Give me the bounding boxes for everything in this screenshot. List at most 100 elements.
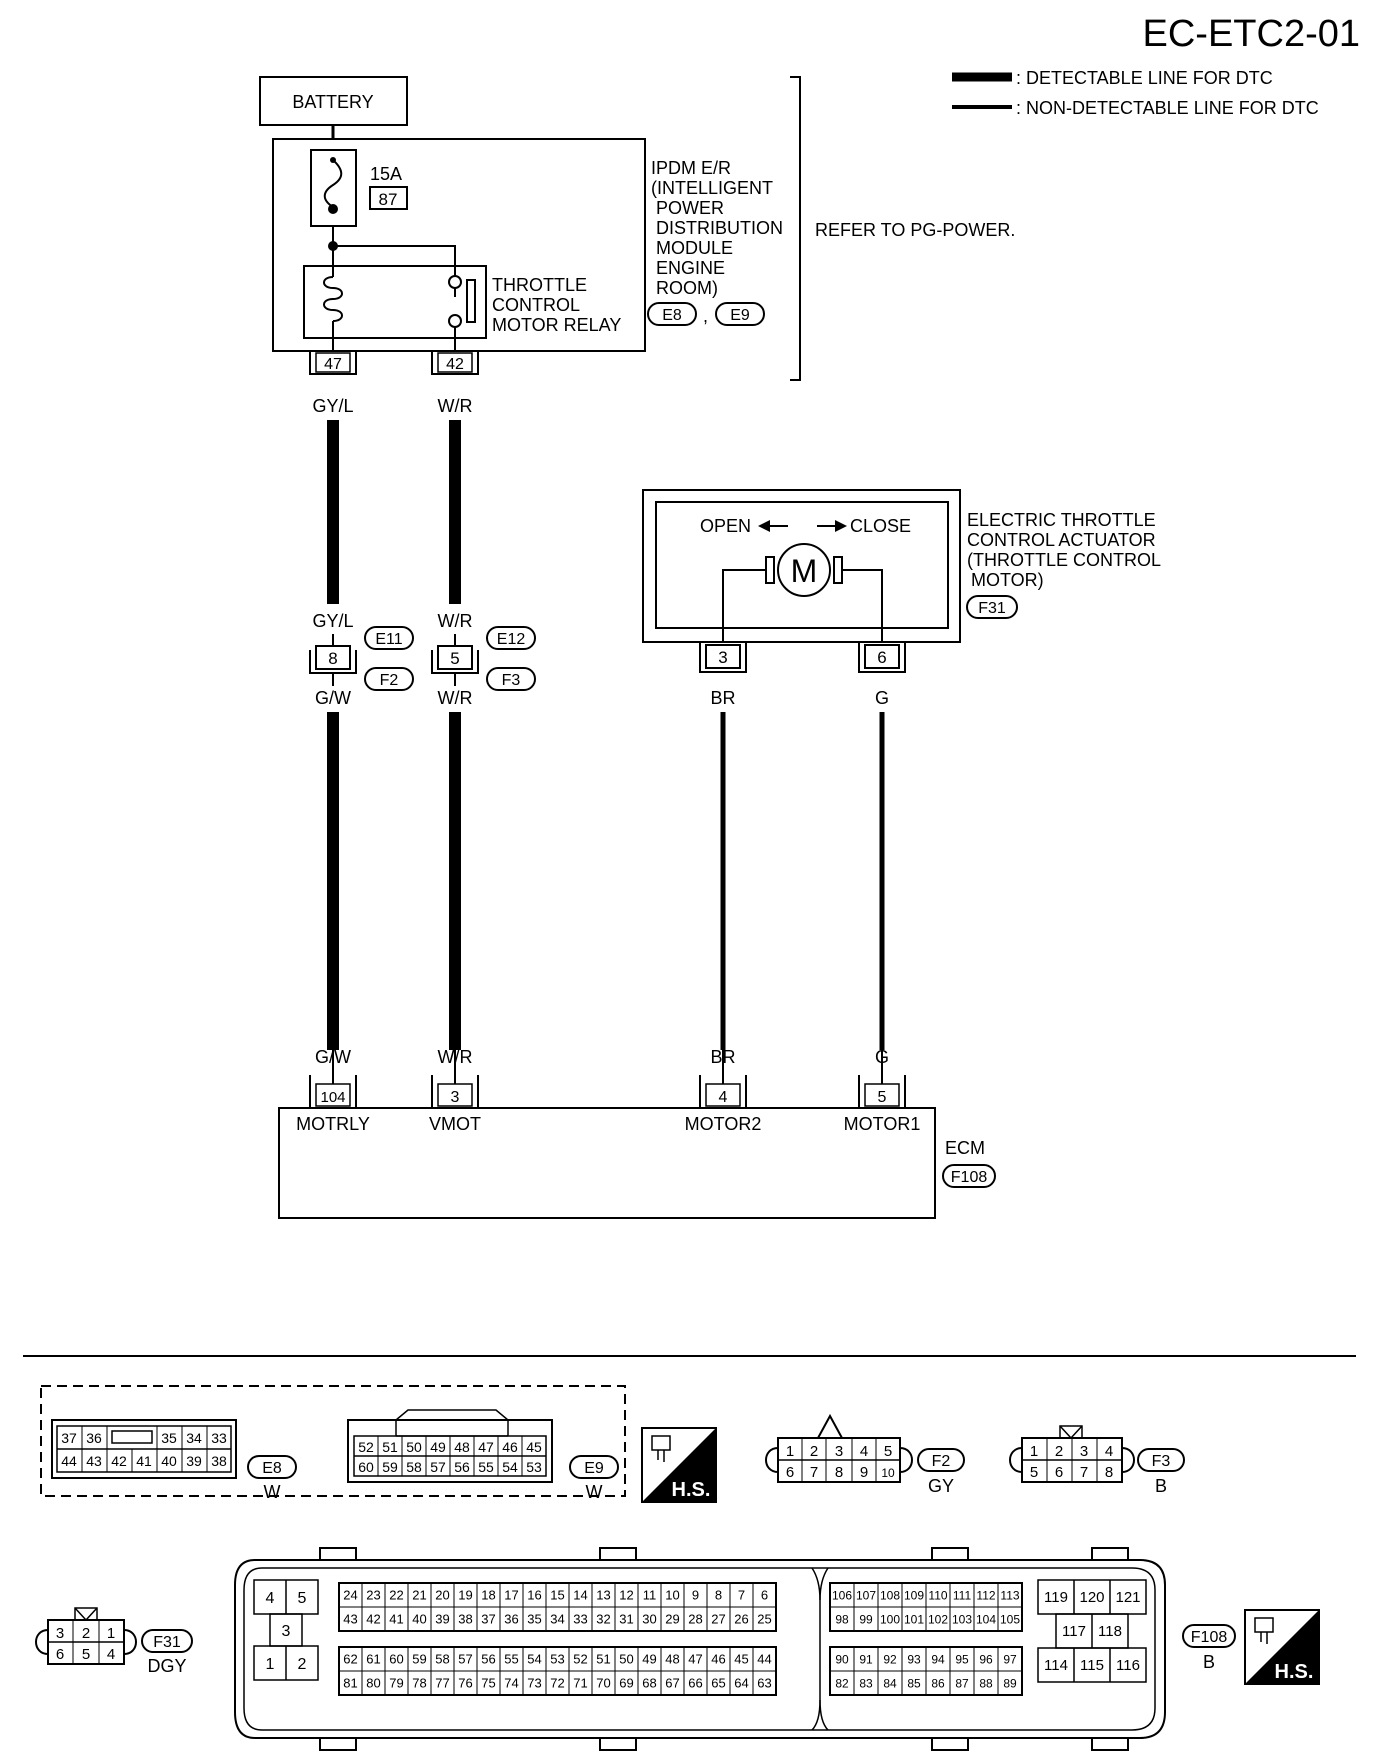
relay-switch-icon: [466, 279, 476, 323]
ecm-pin-vmot: W/R 3 VMOT: [429, 1047, 481, 1134]
pin-label: 87: [955, 1676, 969, 1690]
wire-color-label: G: [875, 688, 889, 708]
ipdm-name-5: MODULE: [656, 238, 733, 258]
pin-label: 120: [1079, 1589, 1104, 1606]
joint-connector-e11-f2: GY/L 8 E11 F2 G/W: [309, 611, 414, 708]
pin-label: 2: [82, 1625, 90, 1642]
pin-label: 2: [1055, 1443, 1063, 1460]
fuse-element: [323, 159, 343, 208]
pin-label: 85: [907, 1676, 921, 1690]
pin-label: 42: [111, 1453, 127, 1469]
pin-label: 82: [835, 1676, 849, 1690]
pin-label: 35: [527, 1612, 541, 1627]
pin-label: 47: [688, 1652, 702, 1667]
pin-label: 8: [1105, 1464, 1113, 1481]
pin-label: 18: [481, 1588, 495, 1603]
pin-label: 46: [711, 1652, 725, 1667]
connector-separator: ,: [703, 306, 708, 326]
pin-label: 32: [596, 1612, 610, 1627]
pin-label: 12: [619, 1588, 633, 1603]
ecm-pin-number: 5: [878, 1089, 887, 1106]
pin-label: 7: [738, 1588, 745, 1603]
pin-label: 26: [734, 1612, 748, 1627]
pin-label: 100: [880, 1612, 900, 1626]
pin-block: [829, 1646, 1023, 1696]
ecm-signal-name: VMOT: [429, 1114, 481, 1134]
pin-label: 111: [953, 1588, 972, 1602]
pin-label: 64: [734, 1676, 748, 1691]
pin-label: 94: [931, 1652, 945, 1666]
pin-label: 45: [526, 1439, 542, 1455]
connector-color: B: [1155, 1476, 1167, 1496]
pin-label: 93: [907, 1652, 921, 1666]
pin-label: 90: [835, 1652, 849, 1666]
pin-label: 71: [573, 1676, 587, 1691]
pin-label: 76: [458, 1676, 472, 1691]
pin-label: 3: [56, 1625, 64, 1642]
pin-label: 24: [343, 1588, 357, 1603]
connector-tag: E12: [497, 631, 526, 648]
pin-label: 23: [366, 1588, 380, 1603]
ipdm-terminal-42: 42: [431, 351, 479, 375]
pin-label: 56: [454, 1459, 470, 1475]
pin-label: 42: [366, 1612, 380, 1627]
pin-label: 43: [86, 1453, 102, 1469]
actuator-terminal-6: 6: [858, 642, 906, 673]
ipdm-name-4: DISTRIBUTION: [656, 218, 783, 238]
pin-label: 3: [282, 1623, 291, 1640]
connector-tag-e8-label: E8: [662, 307, 682, 324]
pin-label: 88: [979, 1676, 993, 1690]
pin-label: 6: [1055, 1464, 1063, 1481]
pin-label: 113: [1000, 1588, 1019, 1602]
pin-label: 47: [478, 1439, 494, 1455]
relay-coil-icon: [323, 276, 343, 322]
pin-label: 4: [860, 1443, 868, 1460]
hs-badge-icon: H.S.: [1244, 1609, 1320, 1685]
wire-color-label: BR: [710, 688, 735, 708]
open-arrow-icon: [758, 520, 770, 532]
wire-color-label: W/R: [438, 611, 473, 631]
pin-label: 48: [454, 1439, 470, 1455]
pin-label: 16: [527, 1588, 541, 1603]
pin-label: 39: [435, 1612, 449, 1627]
pin-label: 55: [478, 1459, 494, 1475]
connector-view-f2: 1 2 3 4 5 6 7 8 9 10 F2 GY: [765, 1413, 965, 1496]
connector-tag-e9-label: E9: [730, 307, 750, 324]
pin-label: 69: [619, 1676, 633, 1691]
hs-label: H.S.: [672, 1479, 711, 1501]
pin-label: 6: [56, 1646, 64, 1663]
hs-label: H.S.: [1275, 1661, 1314, 1683]
pin-label: 4: [266, 1590, 275, 1607]
pin-label: 38: [458, 1612, 472, 1627]
pin-label: 60: [389, 1652, 403, 1667]
pin-label: 101: [904, 1612, 924, 1626]
pin-label: 119: [1044, 1589, 1068, 1606]
pin-label: 41: [389, 1612, 403, 1627]
pin-label: 96: [979, 1652, 993, 1666]
pin-label: 72: [550, 1676, 564, 1691]
pin-label: 97: [1003, 1652, 1017, 1666]
ipdm-bracket: [790, 76, 801, 381]
pin-label: 30: [642, 1612, 656, 1627]
pin-label: 65: [711, 1676, 725, 1691]
ecm-pin-motrly: G/W 104 MOTRLY: [296, 1047, 370, 1134]
connector-color: GY: [928, 1476, 954, 1496]
pin-label: 107: [856, 1588, 876, 1602]
pin-label: 53: [526, 1459, 542, 1475]
pin-label: 25: [757, 1612, 771, 1627]
wire-color-label: W/R: [438, 688, 473, 708]
ecm-signal-name: MOTRLY: [296, 1114, 370, 1134]
pin-label: 2: [810, 1443, 818, 1460]
joint-connector-e12-f3: W/R 5 E12 F3 W/R: [431, 611, 536, 708]
connector-tag-e9: [715, 302, 765, 326]
pin-label: 22: [389, 1588, 403, 1603]
pin-label: 34: [550, 1612, 564, 1627]
close-label: CLOSE: [850, 516, 911, 536]
connector-view-e9: 52 51 50 49 48 47 46 45 60 59 58 57 56 5…: [347, 1409, 619, 1502]
pin-label: 52: [358, 1439, 374, 1455]
joint-pin: 8: [328, 649, 337, 668]
pin-label: 103: [952, 1612, 972, 1626]
wire-color-label: GY/L: [312, 611, 353, 631]
pin-label: 77: [435, 1676, 449, 1691]
fuse-amp: 15A: [370, 164, 402, 184]
